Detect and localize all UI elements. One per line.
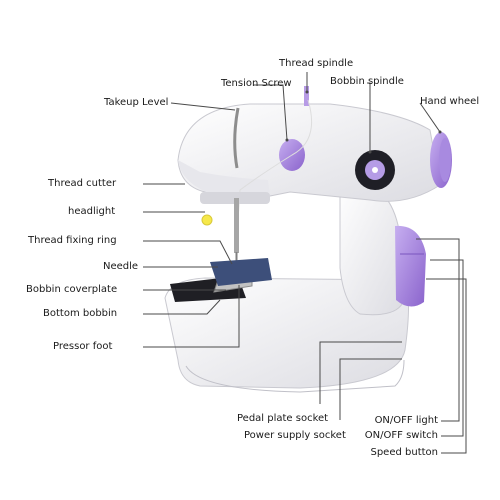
label-hand-wheel: Hand wheel (420, 96, 480, 107)
label-tension-screw: Tension Screw (221, 78, 292, 89)
thread-spindle (304, 86, 309, 106)
takeup-lever (233, 107, 240, 169)
hand-wheel-face (439, 138, 451, 182)
leader-hand-wheel (419, 102, 441, 133)
label-on-off-switch: ON/OFF switch (364, 430, 438, 441)
label-power-supply-socket: Power supply socket (244, 430, 346, 441)
leader-thread-fixing-ring (143, 240, 233, 265)
label-needle: Needle (103, 261, 139, 272)
label-thread-cutter: Thread cutter (48, 178, 117, 189)
label-thread-fixing-ring: Thread fixing ring (28, 235, 117, 246)
leader-takeup-level (170, 102, 236, 111)
on-off-switch-panel (395, 225, 426, 307)
needle-bar (234, 198, 239, 253)
label-bottom-bobbin: Bottom bobbin (43, 308, 118, 319)
leader-dot-thread-spindle (305, 90, 309, 94)
headlight-bulb (201, 214, 213, 226)
leader-dot-bobbin-spindle (368, 150, 372, 154)
leader-dot-tension-screw (285, 138, 289, 142)
leader-tension-screw (253, 84, 288, 141)
leader-power-supply-socket (339, 358, 402, 420)
label-thread-spindle: Thread spindle (279, 58, 354, 69)
machine-base (164, 277, 409, 389)
label-speed-button: Speed button (370, 447, 438, 458)
label-pressor-foot: Pressor foot (53, 341, 113, 352)
label-takeup-level: Takeup Level (104, 97, 169, 108)
label-headlight: headlight (68, 206, 116, 217)
thread-path (235, 99, 313, 251)
leader-pressor-foot (143, 285, 240, 348)
leader-bottom-bobbin (143, 299, 221, 315)
bobbin-spindle-hub (372, 167, 378, 173)
needle-plate (210, 258, 272, 286)
leader-speed-button (426, 278, 467, 454)
label-bobbin-spindle: Bobbin spindle (330, 76, 404, 87)
label-on-off-light: ON/OFF light (374, 415, 438, 426)
base-bottom-edge (185, 359, 405, 393)
leader-on-off-switch (430, 259, 464, 437)
label-bobbin-coverplate: Bobbin coverplate (26, 284, 118, 295)
label-pedal-plate-socket: Pedal plate socket (237, 413, 329, 424)
leader-on-off-light (416, 238, 460, 422)
leader-bobbin-spindle (367, 82, 371, 152)
leader-pedal-plate-socket (319, 341, 402, 404)
head-front (178, 160, 270, 196)
leader-dot-hand-wheel (438, 130, 442, 134)
